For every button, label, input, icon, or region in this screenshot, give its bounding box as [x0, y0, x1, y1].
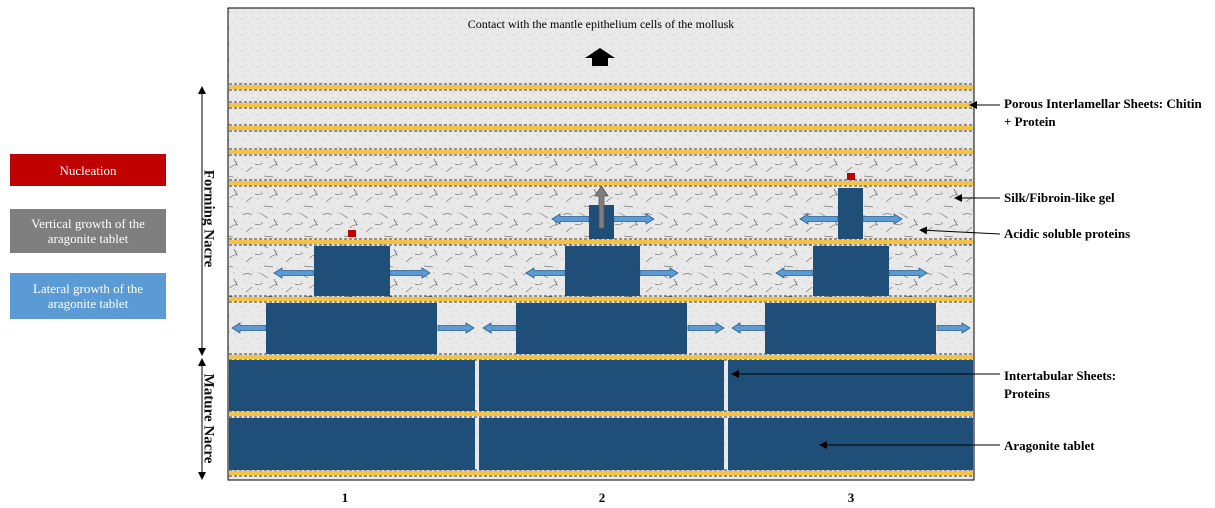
lateral-growth-arrow-icon — [437, 322, 475, 334]
lateral-growth-arrow-icon — [482, 322, 517, 334]
arrowhead-down-icon — [198, 348, 206, 356]
sheet-band — [229, 240, 973, 244]
nucleation-site — [847, 173, 855, 180]
aragonite-tablet — [516, 303, 687, 354]
aragonite-tablet — [728, 418, 973, 470]
aragonite-tablet — [229, 360, 475, 411]
legend-lateral-growth: Lateral growth of the aragonite tablet — [10, 273, 166, 319]
sheet-band — [229, 412, 973, 416]
column-label-3: 3 — [847, 490, 855, 505]
aragonite-tablet — [314, 246, 390, 296]
lateral-growth-arrow-icon — [639, 267, 679, 279]
pointer-acidic — [919, 226, 1001, 235]
lateral-growth-arrow-icon — [551, 213, 590, 225]
arrowhead-up-icon — [198, 86, 206, 94]
column-label-1: 1 — [341, 490, 349, 505]
lateral-growth-arrow-icon — [731, 322, 766, 334]
lateral-growth-arrow-icon — [888, 267, 928, 279]
aragonite-tablet — [765, 303, 936, 354]
sheet-band — [229, 181, 973, 185]
vertical-growth-arrow-icon — [594, 185, 609, 229]
sheet-band — [229, 85, 973, 89]
intertabular-sheets-label: Intertabular Sheets: Proteins — [1004, 368, 1117, 401]
growth-arrows — [231, 185, 971, 334]
sheet-band — [229, 126, 973, 130]
aragonite-tablet — [813, 246, 889, 296]
aragonite-tablet — [479, 418, 724, 470]
lateral-growth-arrow-icon — [525, 267, 566, 279]
arrowhead-up-icon — [198, 358, 206, 366]
column-label-2: 2 — [598, 490, 606, 505]
lateral-growth-arrow-icon — [775, 267, 814, 279]
lateral-growth-arrow-icon — [799, 213, 839, 225]
lateral-growth-arrow-icon — [862, 213, 903, 225]
interlamellar-sheets — [229, 83, 973, 477]
lateral-growth-arrow-icon — [613, 213, 655, 225]
aragonite-tablet — [266, 303, 437, 354]
silk-gel-label: Silk/Fibroin-like gel — [1004, 190, 1115, 205]
upward-arrow-icon — [585, 48, 615, 66]
lateral-growth-arrow-icon — [687, 322, 725, 334]
mature-nacre-label: Mature Nacre — [200, 373, 217, 464]
aragonite-tablet — [565, 246, 640, 296]
aragonite-tablet — [229, 418, 475, 470]
sheet-band — [229, 355, 973, 359]
sheet-band — [229, 297, 973, 301]
acidic-proteins-label: Acidic soluble proteins — [1004, 226, 1131, 241]
lateral-growth-arrow-icon — [936, 322, 971, 334]
legend-vertical-growth: Vertical growth of the aragonite tablet — [10, 209, 166, 253]
lateral-growth-arrow-icon — [273, 267, 315, 279]
sheet-band — [229, 103, 973, 107]
legend-nucleation: Nucleation — [10, 154, 166, 186]
aragonite-tablet — [479, 360, 724, 411]
lateral-growth-arrow-icon — [389, 267, 431, 279]
arrowhead-down-icon — [198, 472, 206, 480]
aragonite-tablet — [838, 188, 863, 239]
aragonite-tablets — [229, 173, 973, 470]
sheet-band — [229, 150, 973, 154]
nucleation-site — [348, 230, 356, 237]
mantle-contact-label: Contact with the mantle epithelium cells… — [467, 17, 735, 31]
aragonite-tablet — [728, 360, 973, 411]
porous-sheets-label: Porous Interlamellar Sheets: Chitin + Pr… — [1004, 96, 1202, 129]
aragonite-tablet-label: Aragonite tablet — [1004, 438, 1095, 453]
forming-nacre-label: Forming Nacre — [200, 169, 217, 268]
sheet-band — [229, 471, 973, 475]
lateral-growth-arrow-icon — [231, 322, 267, 334]
